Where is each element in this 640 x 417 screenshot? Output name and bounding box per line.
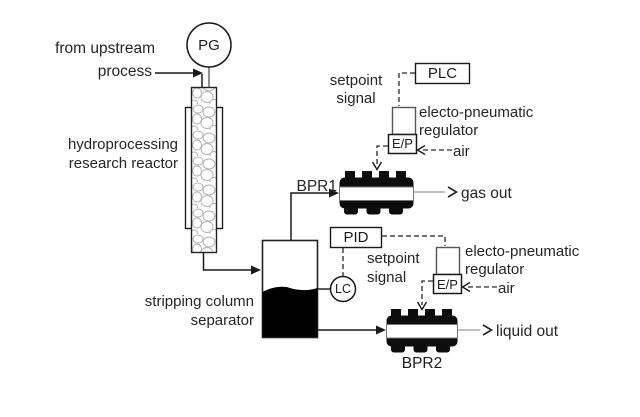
signal-lines-dashed (342, 72, 497, 305)
gas-riser-arrowhead (329, 188, 339, 198)
bpr2-device (386, 309, 458, 353)
liquid-out-chevron (482, 324, 494, 336)
bpr1-device (339, 171, 414, 215)
reactor-column (190, 86, 218, 254)
air1-label: air (453, 143, 470, 160)
gas-setpoint-label-line2: signal (336, 90, 376, 107)
reactor-label-line1: hydroprocessing (67, 136, 178, 153)
separator-liquid (262, 286, 318, 337)
pressure-gauge-symbol (186, 22, 232, 68)
pid-to-ep2-signal (382, 235, 446, 246)
ep1-regulator-label-line1: electo-pneumatic (419, 104, 534, 121)
plc-box (414, 62, 471, 85)
gas-setpoint-label-line1: setpoint (329, 72, 383, 89)
separator-label-line1: stripping column (144, 293, 254, 310)
liquid-setpoint-label-line1: setpoint (367, 250, 420, 267)
signal-arrowheads (371, 144, 471, 311)
bpr2-label: BPR2 (401, 355, 443, 372)
ep1-regulator-label-line2: regulator (419, 122, 479, 139)
separator-vessel (261, 239, 319, 339)
ep2-tag: E/P (437, 277, 458, 292)
plc-label: PLC (427, 65, 458, 82)
liquid-line-arrowhead (376, 325, 386, 335)
gas-out-label: gas out (461, 185, 512, 202)
gas-riser-line (290, 192, 333, 240)
ep-regulator-1-symbol (387, 106, 418, 155)
pressure-gauge-tag: PG (198, 37, 220, 54)
pid-label: PID (343, 229, 369, 246)
air2-arrowhead (461, 281, 471, 293)
feed-arrowhead (193, 68, 203, 78)
liquid-setpoint-label-line2: signal (367, 269, 407, 286)
air2-label: air (498, 280, 515, 297)
reactor-outlet-line (202, 253, 255, 271)
plc-to-ep1-signal (398, 72, 415, 106)
feed-label-line1: from upstream (55, 40, 155, 57)
pid-box (329, 226, 383, 249)
reactor-outlet-arrowhead (251, 265, 261, 275)
ep2-to-bpr2-signal (421, 280, 433, 305)
air1-arrowhead (416, 144, 426, 156)
ep2-regulator-label-line1: electo-pneumatic (465, 243, 580, 260)
ep1-to-bpr1-signal (376, 145, 388, 164)
ep2-regulator-label-line2: regulator (465, 261, 525, 278)
level-controller-tag: LC (335, 282, 351, 296)
liquid-out-label: liquid out (496, 323, 559, 340)
reactor-label-line2: research reactor (68, 155, 178, 172)
bpr2-signal-arrowhead (416, 301, 428, 311)
ep-regulator-2-symbol (432, 246, 463, 295)
level-controller-symbol (318, 275, 357, 303)
ep1-tag: E/P (392, 136, 413, 151)
separator-label-line2: separator (190, 312, 254, 329)
gas-out-chevron (447, 186, 459, 198)
bpr1-signal-arrowhead (371, 161, 383, 171)
bpr1-label: BPR1 (296, 178, 338, 195)
feed-label-line2: process (97, 63, 152, 80)
